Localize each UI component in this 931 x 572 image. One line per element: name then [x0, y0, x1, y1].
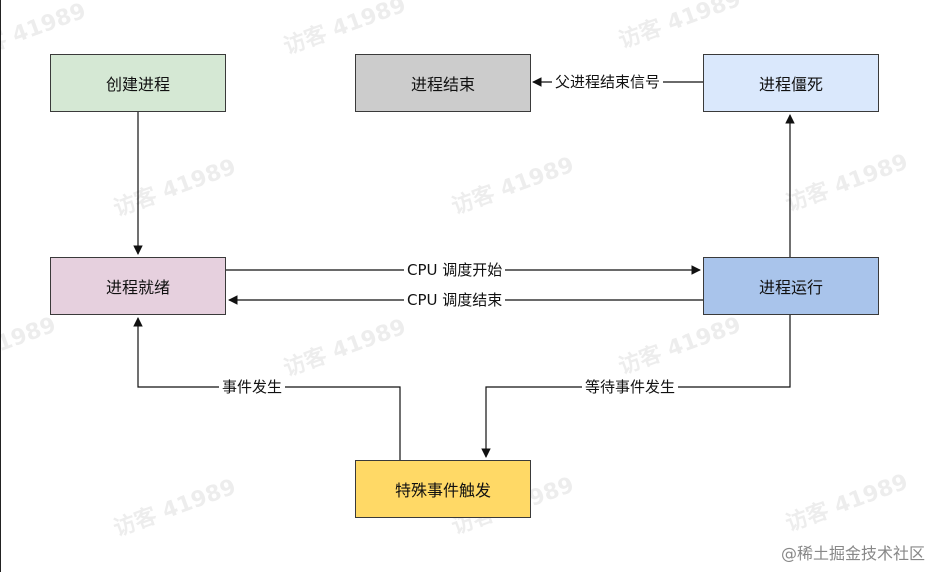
node-label: 进程就绪 — [105, 278, 170, 297]
node-label: 特殊事件触发 — [394, 481, 491, 500]
edge-label-cpu-end: CPU 调度结束 — [404, 290, 506, 310]
node-label: 创建进程 — [105, 75, 170, 94]
edge-label-wait-event: 等待事件发生 — [582, 377, 679, 397]
node-process-ready: 进程就绪 — [50, 257, 226, 315]
node-process-running: 进程运行 — [703, 257, 879, 315]
left-border-line — [0, 0, 1, 572]
node-special-event: 特殊事件触发 — [355, 460, 531, 518]
node-label: 进程结束 — [410, 75, 475, 94]
source-credit: @稀土掘金技术社区 — [780, 544, 925, 563]
node-process-zombie: 进程僵死 — [703, 54, 879, 112]
edge-label-cpu-start: CPU 调度开始 — [404, 260, 506, 280]
node-label: 进程运行 — [758, 278, 823, 297]
edge-label-parent-signal: 父进程结束信号 — [552, 72, 664, 92]
node-process-end: 进程结束 — [355, 54, 531, 112]
node-create-process: 创建进程 — [50, 54, 226, 112]
edge-label-event-occurs: 事件发生 — [219, 377, 286, 397]
node-label: 进程僵死 — [758, 75, 823, 94]
